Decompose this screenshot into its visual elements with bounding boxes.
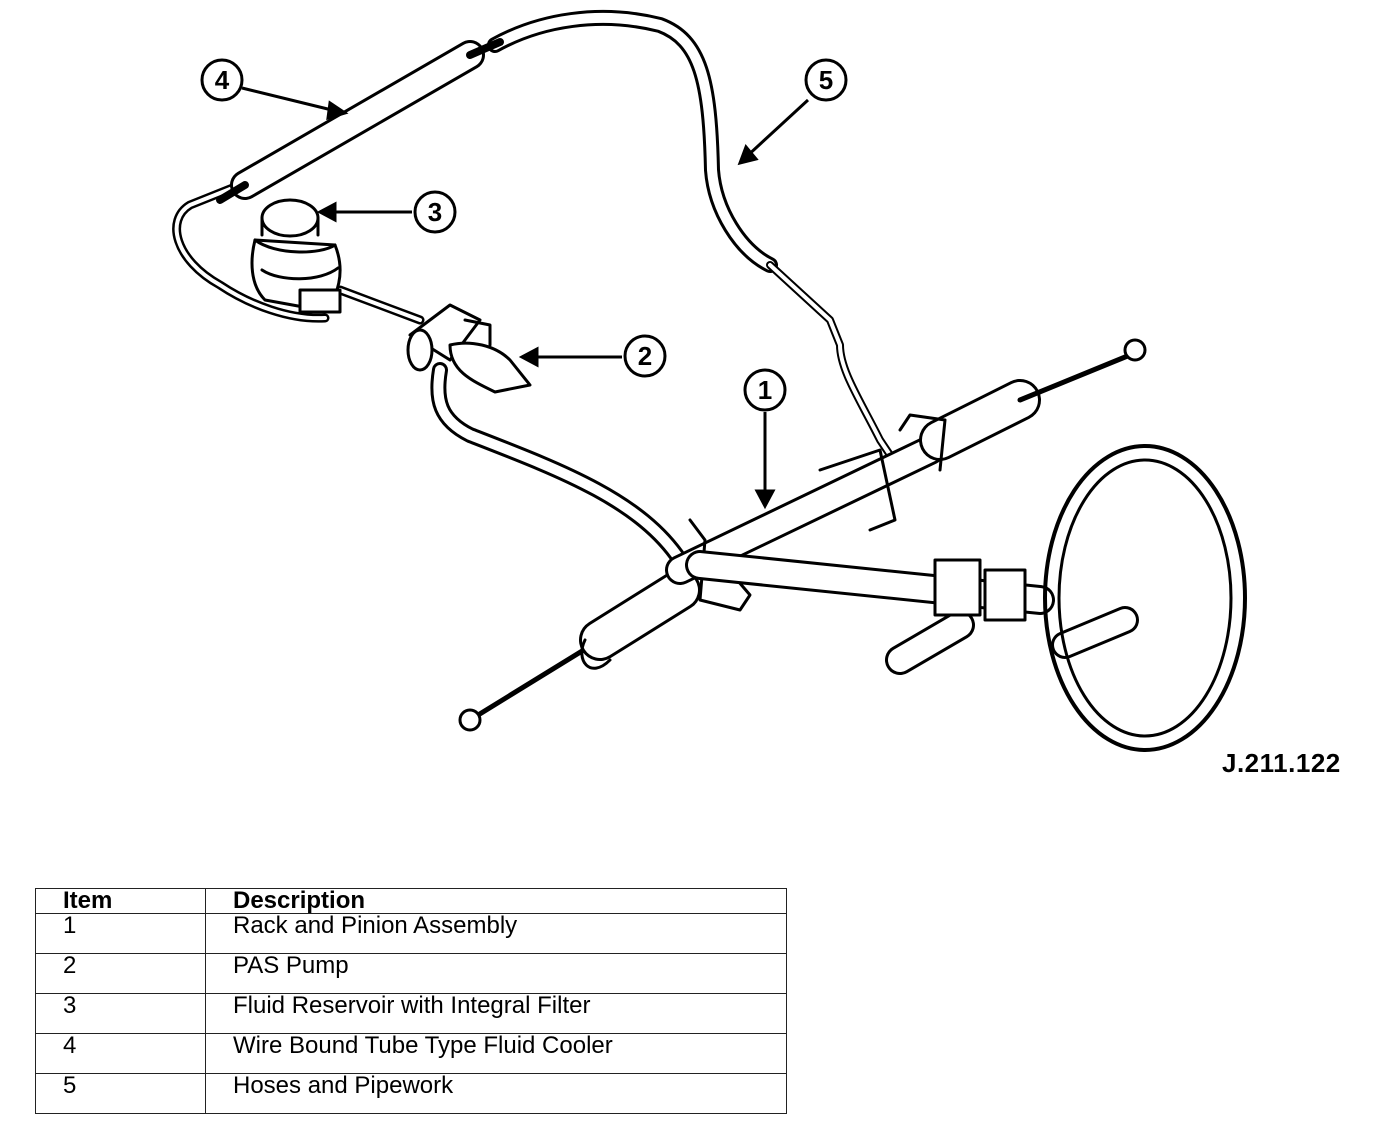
legend-header-description: Description [205, 888, 787, 914]
fluid-reservoir [250, 198, 342, 314]
hoses-and-pipework [172, 10, 904, 568]
legend-item: 2 [35, 953, 206, 994]
callout-2-circle [623, 334, 667, 378]
legend-header-row: Item Description [35, 888, 787, 914]
fluid-cooler [216, 38, 504, 204]
callout-5-circle [804, 58, 848, 102]
legend-description: Hoses and Pipework [205, 1073, 787, 1114]
steering-column [685, 550, 1139, 675]
legend-row: 2 PAS Pump [35, 953, 787, 994]
legend-row: 5 Hoses and Pipework [35, 1073, 787, 1114]
callout-4-number: 4 [215, 65, 230, 95]
pas-pump [406, 303, 532, 394]
legend-item: 5 [35, 1073, 206, 1114]
legend-table: Item Description 1 Rack and Pinion Assem… [35, 888, 787, 1114]
rack-and-pinion [458, 338, 1147, 732]
callout-1-number: 1 [758, 375, 772, 405]
legend-description: Fluid Reservoir with Integral Filter [205, 993, 787, 1034]
callout-5-number: 5 [819, 65, 833, 95]
legend-item: 3 [35, 993, 206, 1034]
callout-2-arrowhead [518, 346, 539, 368]
callout-4-circle [200, 58, 244, 102]
legend-row: 4 Wire Bound Tube Type Fluid Cooler [35, 1033, 787, 1074]
legend-item: 4 [35, 1033, 206, 1074]
callout-5-leader [743, 98, 810, 160]
legend-row: 3 Fluid Reservoir with Integral Filter [35, 993, 787, 1034]
legend-description: PAS Pump [205, 953, 787, 994]
legend-header-item: Item [35, 888, 206, 914]
legend-item: 1 [35, 913, 206, 954]
figure-reference: J.211.122 [1222, 748, 1341, 778]
steering-system-diagram: 4 3 2 1 5 [172, 10, 1247, 752]
legend-row: 1 Rack and Pinion Assembly [35, 913, 787, 954]
callout-3-circle [413, 190, 457, 234]
callout-5-arrowhead [737, 144, 759, 166]
callout-1-circle [743, 368, 787, 412]
callout-3-arrowhead [316, 201, 337, 223]
callout-4-leader [241, 86, 341, 114]
steering-wheel [1043, 444, 1247, 752]
legend-description: Wire Bound Tube Type Fluid Cooler [205, 1033, 787, 1074]
legend-description: Rack and Pinion Assembly [205, 913, 787, 954]
callout-1-arrowhead [754, 489, 776, 510]
callout-2-number: 2 [638, 341, 652, 371]
callout-3-number: 3 [428, 197, 442, 227]
callout-4-arrowhead [326, 100, 349, 121]
